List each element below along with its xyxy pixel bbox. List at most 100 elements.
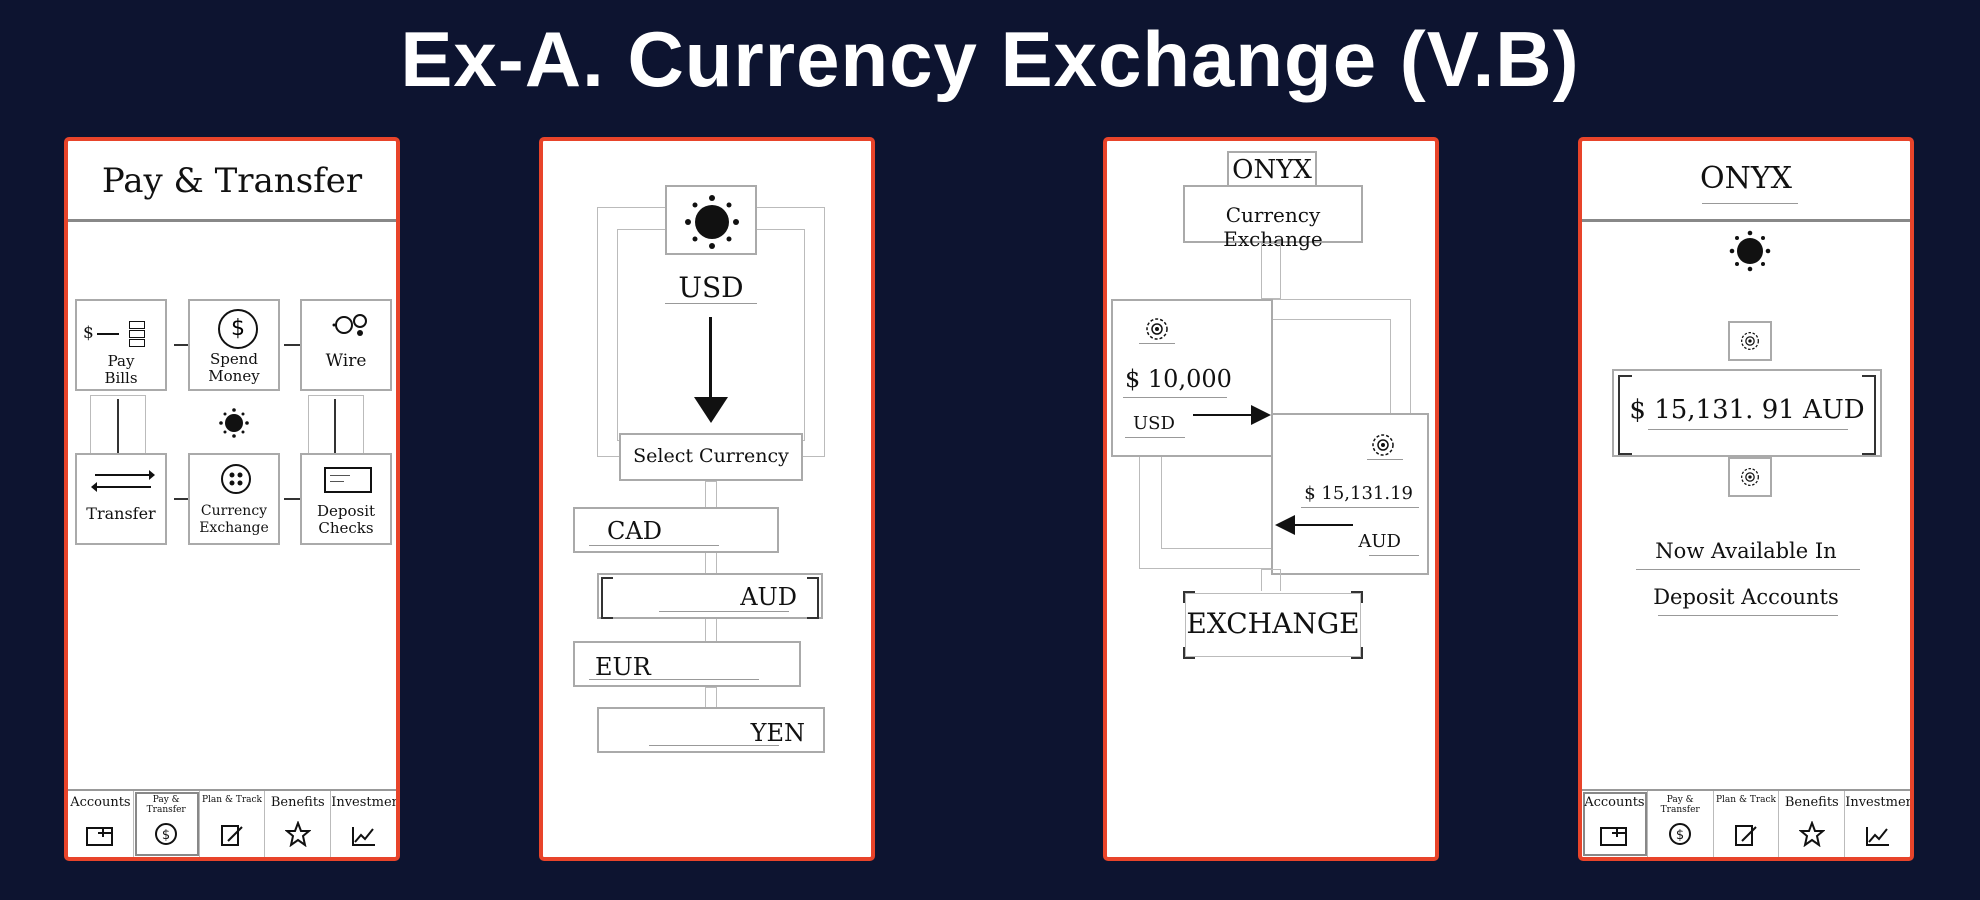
underline [649, 745, 779, 746]
tab-pay-transfer[interactable]: Pay & Transfer $ [134, 791, 200, 857]
chart-icon [1865, 825, 1891, 851]
tab-plan-track[interactable]: Plan & Track [1714, 791, 1780, 857]
tab-benefits[interactable]: Benefits [265, 791, 332, 857]
brand-box: ONYX [1227, 151, 1317, 189]
tile-spend-money[interactable]: $ Spend Money [188, 299, 280, 391]
tile-label: Wire [325, 351, 367, 371]
tab-bar: Accounts Pay & Transfer $ Plan & Track B… [1582, 789, 1910, 857]
star-icon [1798, 820, 1826, 851]
status-line-2: Deposit Accounts [1653, 585, 1839, 609]
dollar-cycle-icon: $ [153, 821, 179, 851]
tile-pay-bills[interactable]: $ Pay Bills [75, 299, 167, 391]
exchange-label: EXCHANGE [1186, 607, 1360, 640]
connector [705, 618, 717, 642]
currency-option-label: AUD [740, 583, 797, 611]
tab-label: Investments [1845, 795, 1914, 810]
header-title: Pay & Transfer [101, 161, 363, 201]
connector [174, 498, 192, 500]
to-amount: $ 15,131.19 [1304, 483, 1413, 504]
tab-accounts[interactable]: Accounts [1582, 791, 1648, 857]
select-currency-button[interactable]: Select Currency [619, 433, 803, 481]
underline [589, 545, 719, 546]
underline [1301, 507, 1419, 508]
connector [1261, 243, 1281, 299]
underline [1702, 203, 1798, 204]
tab-bar: Accounts Pay & Transfer $ Plan & Track B… [68, 789, 396, 857]
exchange-icon [221, 464, 251, 494]
underline [1636, 569, 1860, 570]
connector [705, 550, 717, 574]
underline [1367, 459, 1403, 460]
transfer-arrows-icon [91, 470, 155, 492]
coin-icon [1741, 468, 1759, 486]
tab-label: Plan & Track [201, 795, 262, 805]
currency-option-yen[interactable]: YEN [597, 707, 825, 753]
status-line-1: Now Available In [1655, 539, 1837, 563]
tile-deposit-checks[interactable]: Deposit Checks [300, 453, 392, 545]
subtitle: Currency Exchange [1223, 203, 1323, 251]
sun-icon [1728, 229, 1772, 273]
tab-investments[interactable]: Investments [331, 791, 396, 857]
tile-wire[interactable]: Wire [300, 299, 392, 391]
underline [1369, 555, 1419, 556]
selected-bracket-left [601, 577, 613, 619]
currency-option-aud[interactable]: AUD [597, 573, 823, 619]
tile-label: Transfer [86, 504, 156, 523]
tab-label: Pay & Transfer [1660, 795, 1700, 815]
underline [659, 611, 789, 612]
screen-select-currency: USD Select Currency CAD AUD EUR YEN [539, 137, 875, 861]
check-icon [324, 467, 372, 493]
dollar-coin-icon: $ [218, 309, 258, 349]
connector [284, 344, 304, 346]
tab-investments[interactable]: Investments [1845, 791, 1910, 857]
currency-option-cad[interactable]: CAD [573, 507, 779, 553]
selected-bracket-right [807, 577, 819, 619]
coin-box [1728, 457, 1772, 497]
connector [174, 344, 192, 346]
underline [1123, 397, 1227, 398]
brand-logo: ONYX [1699, 161, 1792, 196]
chart-icon [351, 825, 377, 851]
tab-accounts[interactable]: Accounts [68, 791, 134, 857]
wire-icon [332, 314, 367, 336]
currency-option-eur[interactable]: EUR [573, 641, 801, 687]
tile-currency-exchange[interactable]: Currency Exchange [188, 453, 280, 545]
right-arrow-icon [1193, 414, 1253, 416]
left-arrow-icon [1293, 524, 1353, 526]
sun-box [665, 185, 757, 255]
tile-label: Currency Exchange [199, 503, 269, 536]
from-currency: USD [1133, 413, 1175, 434]
tab-label: Benefits [1784, 795, 1839, 810]
tab-label: Accounts [70, 795, 131, 810]
from-amount: $ 10,000 [1125, 365, 1232, 393]
connector [334, 399, 336, 453]
coin-box [1728, 321, 1772, 361]
from-card[interactable]: $ 10,000 USD [1111, 299, 1273, 457]
underline [1648, 429, 1848, 430]
bills-icon [129, 321, 145, 347]
dollar-cycle-icon: $ [1667, 821, 1693, 851]
exchange-button[interactable]: EXCHANGE [1183, 591, 1363, 659]
tab-plan-track[interactable]: Plan & Track [200, 791, 266, 857]
coin-icon [1372, 434, 1394, 456]
underline [589, 679, 759, 680]
converted-amount: $ 15,131. 91 AUD [1629, 395, 1865, 425]
subtitle-box: Currency Exchange [1183, 185, 1363, 251]
sun-icon [683, 193, 741, 251]
from-currency: USD [678, 271, 744, 304]
notepad-icon [1734, 823, 1758, 851]
tab-label: Pay & Transfer [146, 795, 186, 815]
underline [1658, 615, 1838, 616]
to-card[interactable]: $ 15,131.19 AUD [1271, 413, 1429, 575]
tab-pay-transfer[interactable]: Pay & Transfer $ [1648, 791, 1714, 857]
notepad-icon [220, 823, 244, 851]
tab-benefits[interactable]: Benefits [1779, 791, 1846, 857]
screen-confirmation: ONYX $ 15,131. 91 AUD Now Available In D… [1578, 137, 1914, 861]
screen-currency-exchange: ONYX Currency Exchange $ 10,000 USD $ 15… [1103, 137, 1439, 861]
tile-transfer[interactable]: Transfer [75, 453, 167, 545]
connector [705, 481, 717, 509]
connector-frame [308, 395, 364, 457]
page-title: Ex-A. Currency Exchange (V.B) [400, 15, 1580, 103]
dollar-icon: $ [83, 323, 94, 343]
arrow-icon [97, 333, 119, 335]
